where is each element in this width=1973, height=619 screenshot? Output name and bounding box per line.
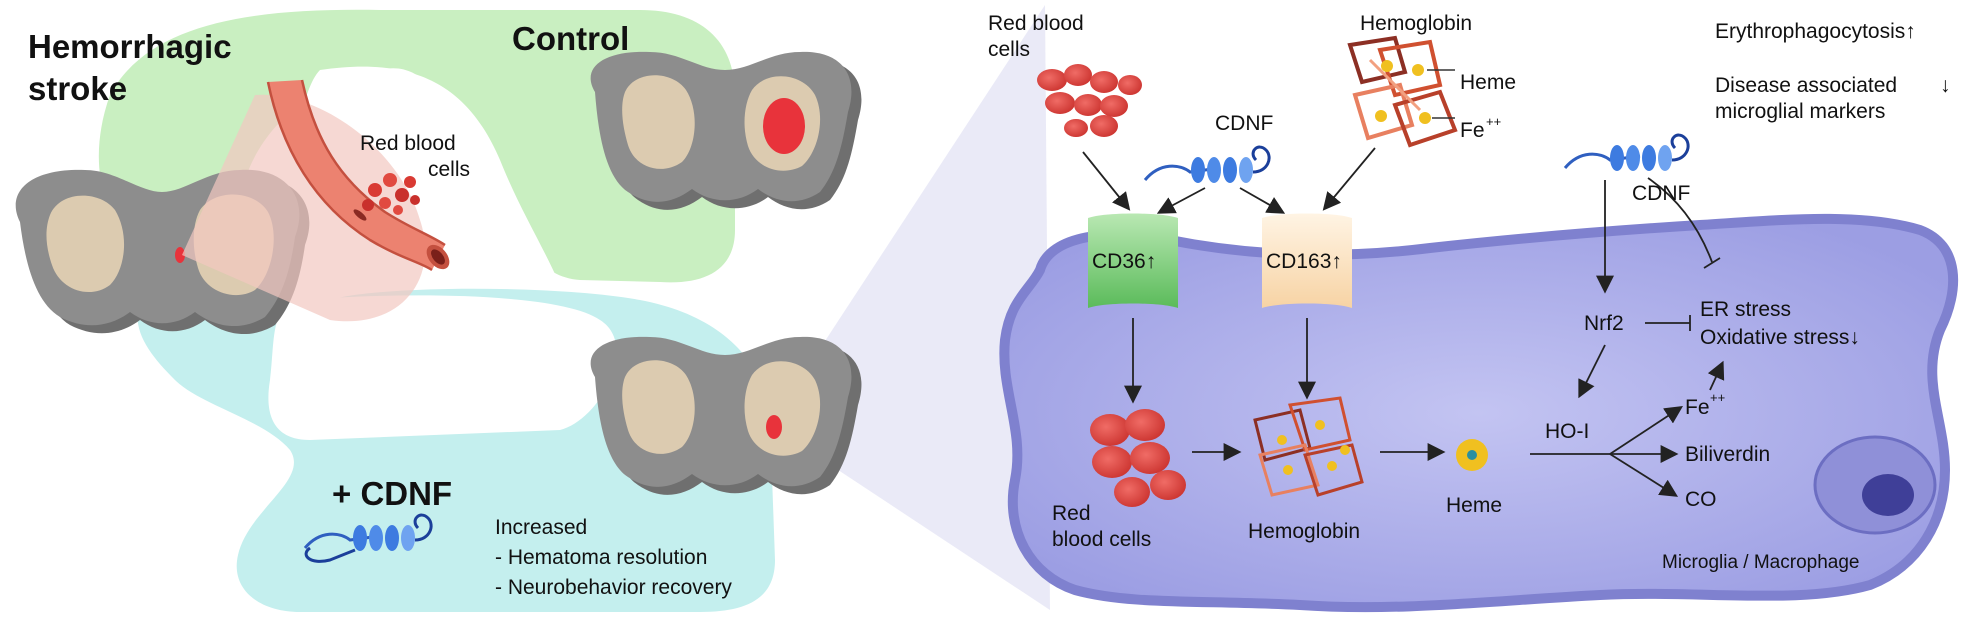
inside-hemoglobin [1253,396,1364,497]
hemoglobin-inside-label: Hemoglobin [1248,520,1360,543]
biliverdin-label: Biliverdin [1685,443,1770,466]
heme-molecule [1456,439,1488,471]
cdnf-protein-icon-left [303,513,433,563]
cdnf-center-label: CDNF [1215,112,1273,135]
effect-erythrophagocytosis: Erythrophagocytosis↑ [1715,20,1916,43]
cd163-label: CD163↑ [1266,250,1342,273]
title-stroke: stroke [28,70,127,107]
fe-product-superscript: ++ [1710,390,1725,405]
control-label: Control [512,20,629,57]
hemoglobin-top-label: Hemoglobin [1360,12,1472,35]
cell-type-label: Microglia / Macrophage [1662,552,1859,573]
inside-red-blood-cells [1090,409,1186,507]
nucleus [1813,435,1937,535]
heme-top-label: Heme [1460,71,1516,94]
zoom-cone [182,94,426,322]
blood-vessel [266,79,450,272]
vessel-rbc-label-line2: cells [428,158,470,181]
nrf2-label: Nrf2 [1584,312,1624,335]
brain-control [590,51,862,210]
cd36-receptor[interactable] [1088,213,1178,309]
cdnf-right-label: CDNF [1632,182,1690,205]
control-region [98,9,735,283]
co-label: CO [1685,488,1717,511]
rbc-top-label-line2: cells [988,38,1030,61]
vessel-rbc-label-line1: Red blood [360,132,456,155]
fe-product-label: Fe [1685,396,1710,419]
outcome-line-1: Increased [495,516,587,539]
pathway-arrows [1082,147,1725,497]
er-stress-label: ER stress [1700,298,1791,321]
rbc-top-label-line1: Red blood [988,12,1084,35]
oxidative-stress-label: Oxidative stress↓ [1700,326,1860,349]
brain-cdnf [590,336,862,495]
ho1-label: HO-I [1545,420,1589,443]
cdnf-protein-icon-right [1563,133,1690,171]
fe-top-superscript: ++ [1486,114,1501,129]
rbc-inside-label-line2: blood cells [1052,528,1151,551]
cdnf-protein-icon-center [1143,145,1271,183]
cd163-receptor[interactable] [1262,213,1352,309]
top-hemoglobin [1347,35,1458,148]
outcome-line-3: - Neurobehavior recovery [495,576,732,599]
fe-top-label: Fe [1460,119,1485,142]
heme-inside-label: Heme [1446,494,1502,517]
rbc-inside-label-line1: Red [1052,502,1091,525]
microglia-cell[interactable] [999,213,1959,613]
cd36-label: CD36↑ [1092,250,1156,273]
top-red-blood-cells [1037,64,1142,137]
effect-dam-line2: microglial markers [1715,100,1885,123]
outcome-line-2: - Hematoma resolution [495,546,707,569]
title-hemorrhagic: Hemorrhagic [28,28,232,65]
effect-dam-arrow: ↓ [1940,74,1951,97]
cdnf-label: + CDNF [332,475,452,512]
effect-dam-line1: Disease associated [1715,74,1897,97]
vessel-red-blood-cells [362,173,420,215]
